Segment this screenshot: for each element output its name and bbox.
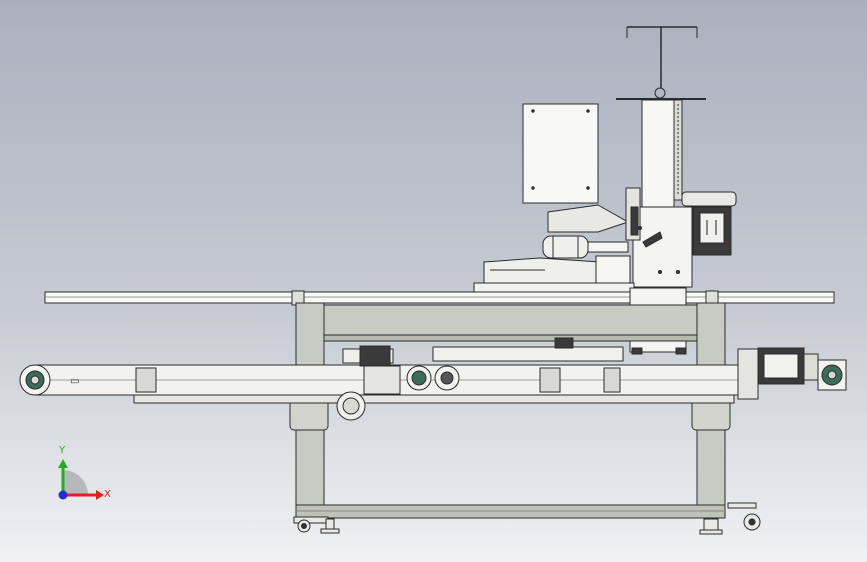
x-axis-label: X bbox=[104, 489, 111, 500]
z-axis-dot bbox=[58, 490, 68, 500]
table-top bbox=[44, 290, 835, 306]
sensor-rod-assembly bbox=[616, 26, 706, 100]
conveyor-belt: ▭ bbox=[19, 364, 746, 404]
head-assembly bbox=[625, 187, 737, 288]
presser-plate bbox=[473, 255, 635, 293]
svg-text:▭: ▭ bbox=[70, 376, 79, 387]
x-axis-arrowhead bbox=[96, 490, 104, 500]
triad-plane bbox=[63, 470, 88, 495]
y-axis-label: Y bbox=[58, 445, 66, 456]
pneumatic-cylinder bbox=[542, 235, 629, 259]
vertical-column bbox=[641, 99, 683, 209]
casters bbox=[293, 502, 761, 535]
y-axis-arrowhead bbox=[58, 459, 68, 468]
conveyor-motor bbox=[737, 347, 847, 400]
control-box bbox=[522, 103, 630, 233]
coordinate-triad: X Y bbox=[58, 445, 111, 500]
mid-drive bbox=[336, 337, 624, 421]
